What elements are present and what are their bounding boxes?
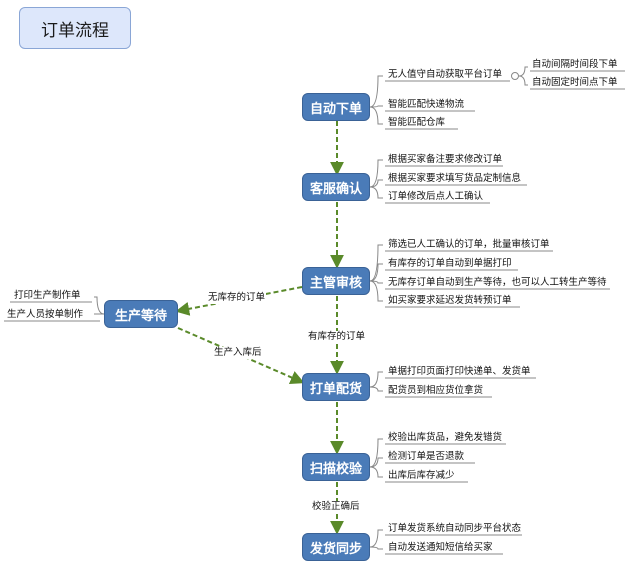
leaf-review-4: 如买家要求延迟发货转预订单 xyxy=(388,295,512,306)
leaf-review-1: 筛选已人工确认的订单，批量审核订单 xyxy=(388,239,550,250)
node-ship-sync: 发货同步 xyxy=(302,533,370,561)
node-print-pick: 打单配货 xyxy=(302,373,370,401)
connectors-production xyxy=(4,296,105,322)
node-cs-confirm: 客服确认 xyxy=(302,173,370,201)
leaf-ship-1: 订单发货系统自动同步平台状态 xyxy=(388,523,522,534)
leaf-auto-order-sub-1: 自动间隔时间段下单 xyxy=(532,59,618,70)
arrow-review-to-production xyxy=(175,286,303,316)
leaf-auto-order-3: 智能匹配仓库 xyxy=(388,117,446,128)
node-supervisor-review: 主管审核 xyxy=(302,267,370,295)
leaf-scan-3: 出库后库存减少 xyxy=(388,470,455,481)
connectors-auto-order xyxy=(369,66,625,130)
leaf-production-1: 打印生产制作单 xyxy=(14,290,81,301)
leaf-cs-confirm-1: 根据买家备注要求修改订单 xyxy=(388,154,503,165)
leaf-auto-order-sub-2: 自动固定时间点下单 xyxy=(532,77,618,88)
connectors-print-pick xyxy=(369,371,536,398)
leaf-print-pick-2: 配货员到相应货位拿货 xyxy=(388,385,484,396)
leaf-auto-order-1: 无人值守自动获取平台订单 xyxy=(388,69,503,80)
diagram-title: 订单流程 xyxy=(19,7,131,49)
node-production-wait: 生产等待 xyxy=(104,300,178,328)
leaf-auto-order-2: 智能匹配快递物流 xyxy=(388,99,465,110)
edge-label-has-stock: 有库存的订单 xyxy=(307,331,367,343)
connectors-review xyxy=(369,244,610,308)
leaf-cs-confirm-2: 根据买家要求填写货品定制信息 xyxy=(388,173,522,184)
node-scan-verify: 扫描校验 xyxy=(302,453,370,481)
leaf-ship-2: 自动发送通知短信给买家 xyxy=(388,542,493,553)
leaf-scan-1: 校验出库货品，避免发错货 xyxy=(388,432,503,443)
node-auto-order: 自动下单 xyxy=(302,93,370,121)
connectors-ship xyxy=(369,529,522,555)
edge-label-after-production: 生产入库后 xyxy=(213,347,263,359)
edge-label-after-verify: 校验正确后 xyxy=(311,501,361,513)
edge-label-no-stock: 无库存的订单 xyxy=(207,292,267,304)
leaf-scan-2: 检测订单是否退款 xyxy=(388,451,465,462)
leaf-cs-confirm-3: 订单修改后点人工确认 xyxy=(388,191,484,202)
leaf-review-3: 无库存订单自动到生产等待，也可以人工转生产等待 xyxy=(388,277,607,288)
connectors-scan xyxy=(369,438,506,483)
connectors-cs-confirm xyxy=(369,159,527,204)
leaf-print-pick-1: 单据打印页面打印快递单、发货单 xyxy=(388,366,531,377)
leaf-review-2: 有库存的订单自动到单据打印 xyxy=(388,258,512,269)
leaf-production-2: 生产人员按单制作 xyxy=(7,309,84,320)
